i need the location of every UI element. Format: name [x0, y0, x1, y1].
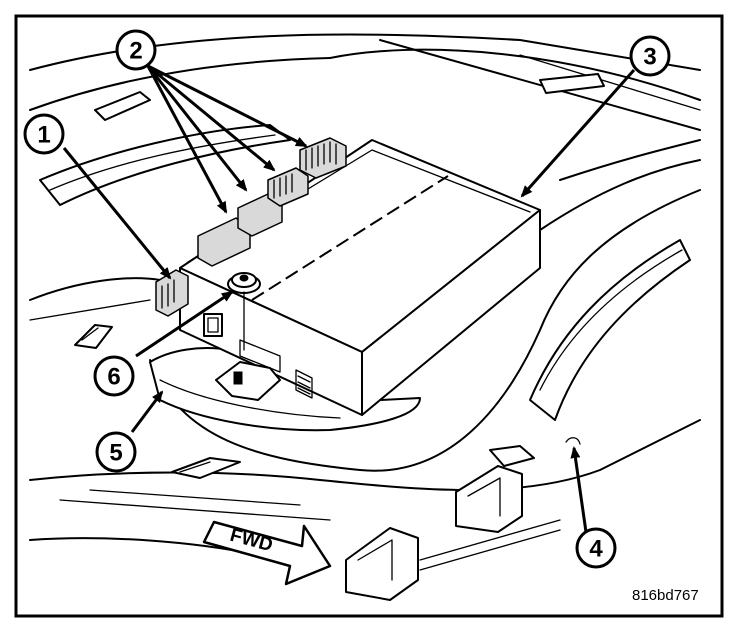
- leader-1: [62, 147, 172, 280]
- leader-2d: [147, 64, 308, 148]
- module-connectors: [197, 137, 347, 267]
- side-connector: [155, 269, 189, 317]
- callout-4: 4: [575, 527, 617, 569]
- callout-3-label: 3: [643, 44, 656, 71]
- callout-3: 3: [629, 35, 671, 77]
- callout-5-label: 5: [109, 440, 122, 467]
- callout-leaders: [62, 64, 636, 533]
- module-front-features: [203, 313, 313, 401]
- leader-2c: [147, 64, 276, 172]
- leader-2b: [146, 65, 248, 192]
- callout-6: 6: [93, 355, 135, 397]
- leader-3: [520, 69, 636, 198]
- callout-2: 2: [115, 29, 157, 71]
- leader-4: [570, 446, 588, 533]
- control-module: [179, 139, 541, 416]
- callout-6-label: 6: [107, 364, 120, 391]
- leader-5: [130, 390, 164, 433]
- leader-2a: [146, 65, 228, 214]
- vehicle-floor-structure: [29, 33, 701, 561]
- leader-6: [135, 290, 234, 358]
- callout-1-label: 1: [37, 122, 50, 149]
- callout-5: 5: [95, 431, 137, 473]
- floor-clips: [171, 445, 561, 601]
- callout-4-label: 4: [589, 536, 603, 563]
- callout-1: 1: [23, 113, 65, 155]
- fastener-nut: [227, 272, 261, 351]
- figure-reference: 816bd767: [632, 587, 699, 604]
- callout-2-label: 2: [129, 38, 142, 65]
